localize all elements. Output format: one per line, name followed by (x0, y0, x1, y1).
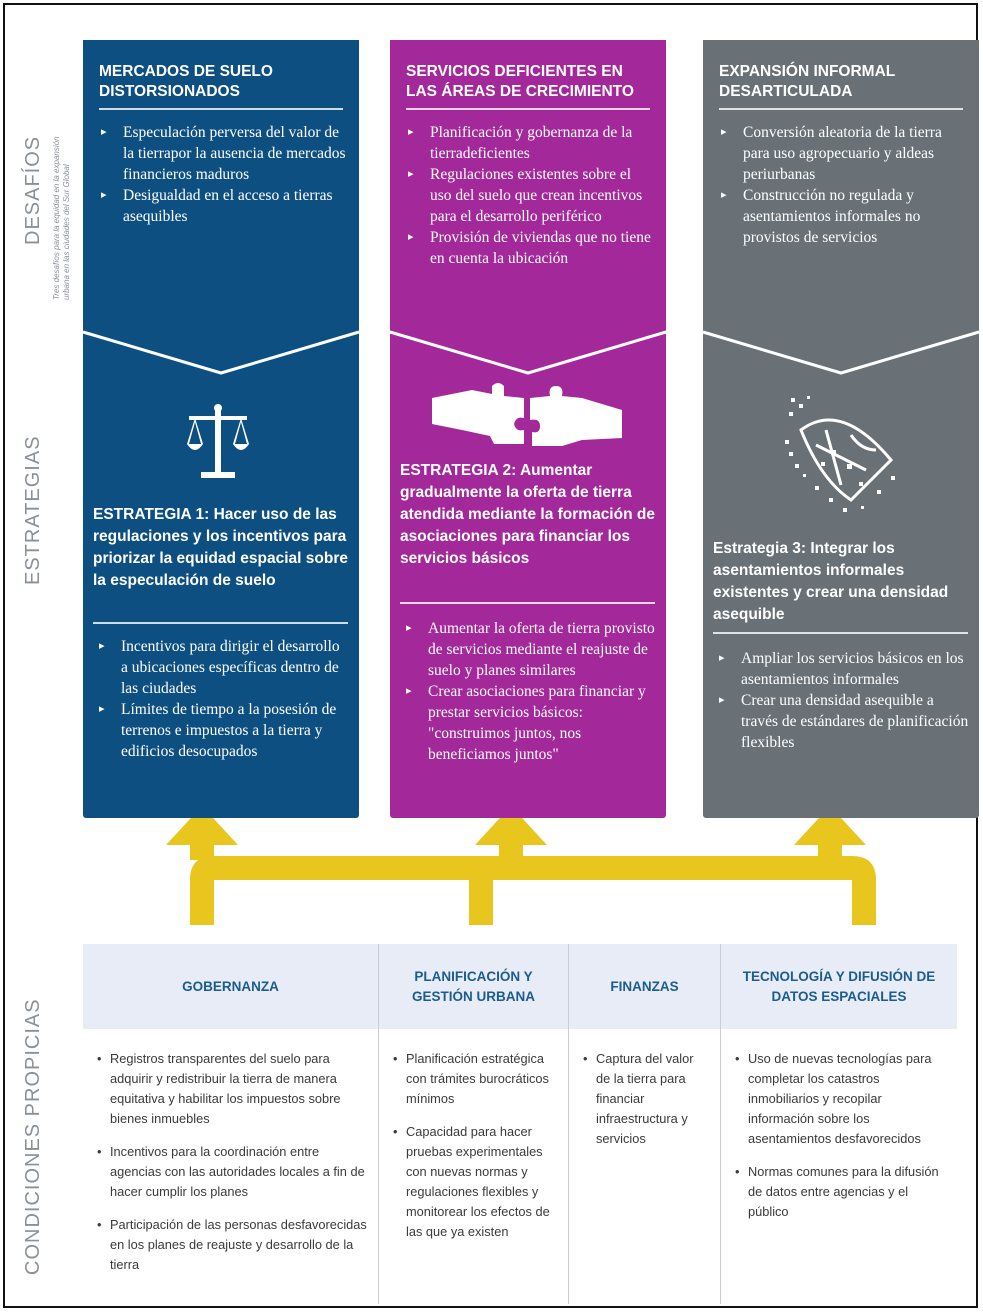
strategy-list-2: Aumentar la oferta de tierra provisto de… (402, 618, 658, 765)
list-item: Capacidad para hacer pruebas experimenta… (393, 1122, 558, 1242)
challenge-list-1: Especulación perversa del valor de la ti… (97, 122, 347, 227)
condition-body-gobernanza: Registros transparentes del suelo para a… (83, 1029, 378, 1304)
list-item: Aumentar la oferta de tierra provisto de… (402, 618, 658, 681)
challenge-panel-2: SERVICIOS DEFICIENTES EN LAS ÁREAS DE CR… (390, 40, 666, 375)
scales-icon (187, 404, 249, 478)
list-item: Incentivos para la coordinación entre ag… (97, 1142, 368, 1202)
column-divider (378, 944, 379, 1304)
challenge-rule-1 (99, 108, 343, 110)
arrow-head-center (475, 806, 547, 845)
condition-body-finanzas: Captura del valor de la tierra para fina… (569, 1029, 720, 1304)
list-item: Provisión de viviendas que no tiene en c… (404, 227, 656, 269)
condition-header-finanzas: FINANZAS (569, 944, 720, 1029)
connector-bar (190, 856, 876, 925)
list-item: Incentivos para dirigir el desarrollo a … (95, 636, 347, 699)
settlement-map-icon (785, 396, 895, 512)
condition-body-planificacion: Planificación estratégica con trámites b… (379, 1029, 568, 1304)
column-divider (720, 944, 721, 1304)
challenge-title-3: EXPANSIÓN INFORMAL DESARTICULADA (719, 63, 895, 100)
strategy-title-3: Estrategia 3: Integrar los asentamientos… (713, 540, 949, 623)
list-item: Registros transparentes del suelo para a… (97, 1049, 368, 1129)
list-item: Regulaciones existentes sobre el uso del… (404, 164, 656, 227)
strategy-title-2: ESTRATEGIA 2: Aumentar gradualmente la o… (400, 462, 655, 567)
column-2: SERVICIOS DEFICIENTES EN LAS ÁREAS DE CR… (390, 40, 666, 818)
challenge-title-1: MERCADOS DE SUELO DISTORSIONADOS (99, 63, 273, 100)
strategy-rule-1 (93, 622, 348, 624)
list-item: Construcción no regulada y asentamientos… (717, 185, 969, 248)
connector-arrow-shapes (166, 806, 876, 925)
strategy-list-1: Incentivos para dirigir el desarrollo a … (95, 636, 347, 762)
list-item: Conversión aleatoria de la tierra para u… (717, 122, 969, 185)
condition-header-tecnologia: TECNOLOGÍA Y DIFUSIÓN DE DATOS ESPACIALE… (721, 944, 957, 1029)
conditions-table: GOBERNANZA PLANIFICACIÓN Y GESTIÓN URBAN… (83, 944, 957, 1304)
condition-body-tecnologia: Uso de nuevas tecnologías para completar… (721, 1029, 957, 1304)
strategy-rule-2 (400, 602, 655, 604)
column-3: EXPANSIÓN INFORMAL DESARTICULADA Convers… (703, 40, 979, 818)
challenge-list-2: Planificación y gobernanza de la tierrad… (404, 122, 656, 269)
list-item: Desigualdad en el acceso a tierras asequ… (97, 185, 347, 227)
list-item: Crear una densidad asequible a través de… (715, 690, 971, 753)
strategy-title-1: ESTRATEGIA 1: Hacer uso de las regulacio… (93, 506, 348, 589)
list-item: Planificación y gobernanza de la tierrad… (404, 122, 656, 164)
challenge-rule-2 (406, 108, 650, 110)
column-1: MERCADOS DE SUELO DISTORSIONADOS Especul… (83, 40, 359, 818)
strategy-rule-3 (713, 632, 968, 634)
column-divider (568, 944, 569, 1304)
arrow-head-right (794, 806, 866, 845)
challenge-rule-3 (719, 108, 963, 110)
connector-stem-center (469, 860, 493, 925)
list-item: Ampliar los servicios básicos en los ase… (715, 648, 971, 690)
challenge-panel-1: MERCADOS DE SUELO DISTORSIONADOS Especul… (83, 40, 359, 375)
challenge-title-2: SERVICIOS DEFICIENTES EN LAS ÁREAS DE CR… (406, 63, 634, 100)
list-item: Límites de tiempo a la posesión de terre… (95, 699, 347, 762)
condition-header-gobernanza: GOBERNANZA (83, 944, 378, 1029)
list-item: Participación de las personas desfavorec… (97, 1215, 368, 1275)
condition-header-planificacion: PLANIFICACIÓN Y GESTIÓN URBANA (379, 944, 568, 1029)
list-item: Crear asociaciones para financiar y pres… (402, 681, 658, 765)
puzzle-hands-icon (432, 383, 622, 446)
arrow-head-left (166, 806, 238, 845)
list-item: Especulación perversa del valor de la ti… (97, 122, 347, 185)
list-item: Uso de nuevas tecnologías para completar… (735, 1049, 947, 1149)
strategy-list-3: Ampliar los servicios básicos en los ase… (715, 648, 971, 753)
list-item: Captura del valor de la tierra para fina… (583, 1049, 710, 1149)
list-item: Normas comunes para la difusión de datos… (735, 1162, 947, 1222)
challenge-panel-3: EXPANSIÓN INFORMAL DESARTICULADA Convers… (703, 40, 979, 375)
challenge-list-3: Conversión aleatoria de la tierra para u… (717, 122, 969, 248)
list-item: Planificación estratégica con trámites b… (393, 1049, 558, 1109)
